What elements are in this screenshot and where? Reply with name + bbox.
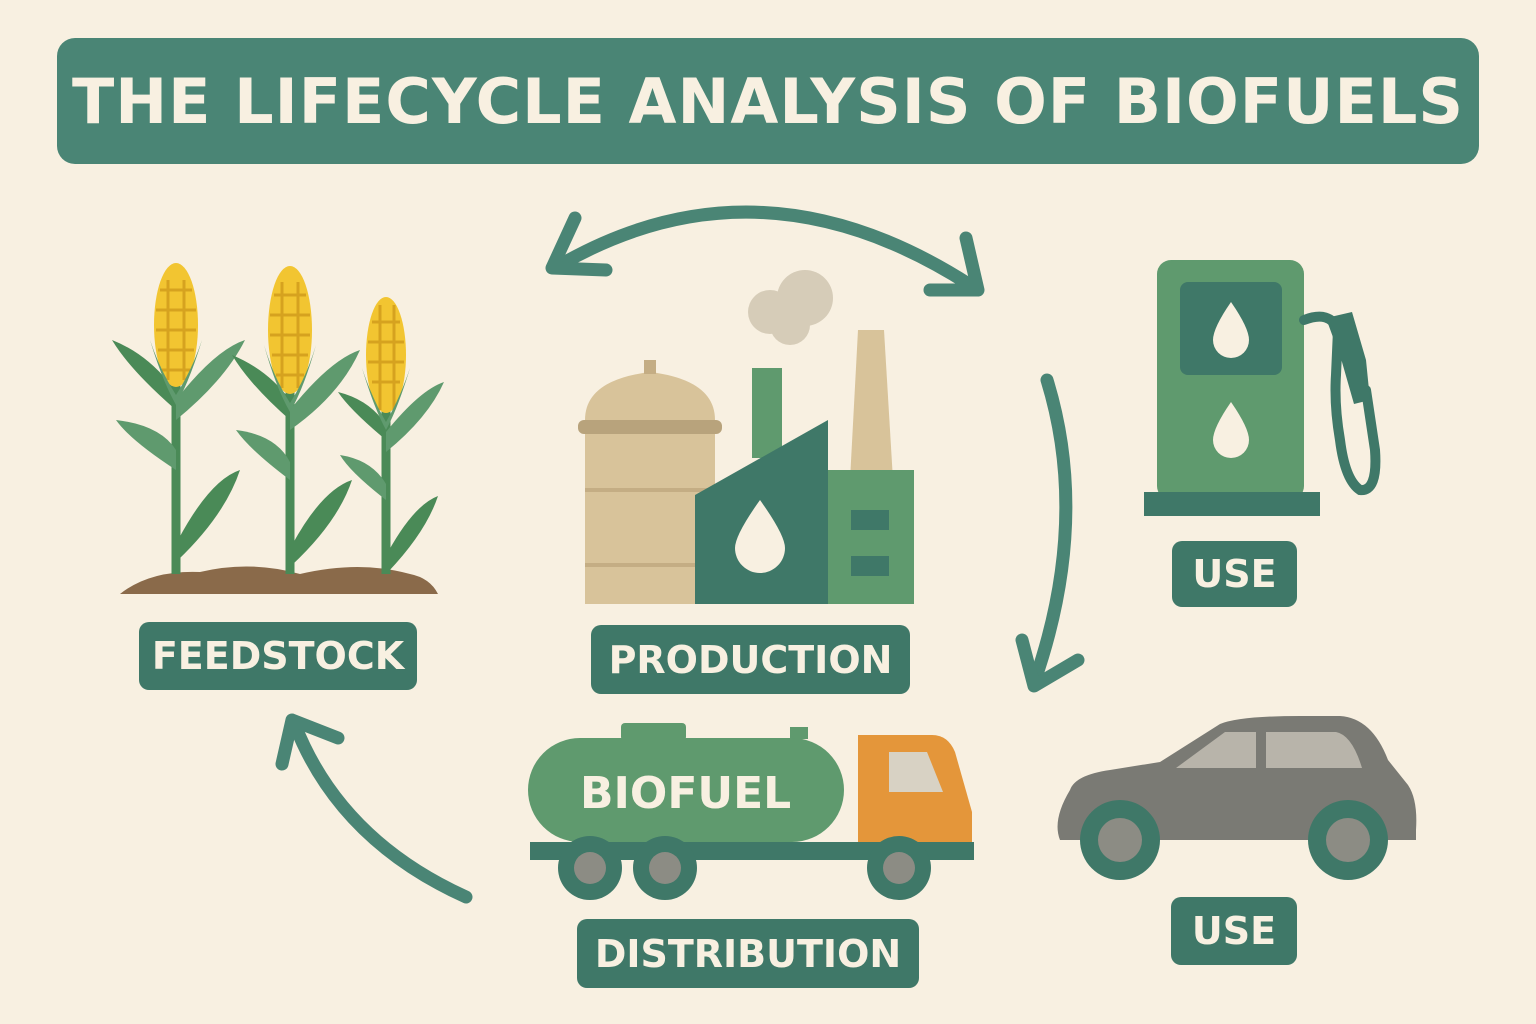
factory-icon <box>578 270 914 604</box>
left-up-arrow-icon <box>275 713 473 904</box>
right-down-arrow-icon <box>1015 373 1085 693</box>
soil-icon <box>120 566 438 594</box>
distribution-label: DISTRIBUTION <box>577 919 919 988</box>
wheel-icon <box>558 836 622 900</box>
car-icon <box>1057 716 1417 880</box>
feedstock-label: FEEDSTOCK <box>139 622 417 690</box>
corn-plant-icon <box>338 297 444 574</box>
corn-plants-icon <box>112 263 444 594</box>
wheel-icon <box>633 836 697 900</box>
smoke-icon <box>748 270 833 345</box>
use-car-label: USE <box>1171 897 1297 965</box>
tanker-truck-icon: BIOFUEL <box>528 723 974 900</box>
use-pump-label: USE <box>1172 541 1297 607</box>
drop-icon <box>1213 402 1249 458</box>
tank-label: BIOFUEL <box>580 768 791 819</box>
title-banner: THE LIFECYCLE ANALYSIS OF BIOFUELS <box>57 38 1479 164</box>
drop-icon <box>735 500 785 573</box>
corn-plant-icon <box>232 266 360 574</box>
corn-plant-icon <box>112 263 245 574</box>
wheel-icon <box>1080 800 1160 880</box>
top-double-arrow-icon <box>545 205 985 297</box>
page-title: THE LIFECYCLE ANALYSIS OF BIOFUELS <box>72 64 1464 138</box>
production-label: PRODUCTION <box>591 625 910 694</box>
fuel-pump-icon <box>1144 260 1381 516</box>
wheel-icon <box>867 836 931 900</box>
cycle-arrow-icon <box>275 205 1085 904</box>
drop-icon <box>1213 302 1249 358</box>
wheel-icon <box>1308 800 1388 880</box>
